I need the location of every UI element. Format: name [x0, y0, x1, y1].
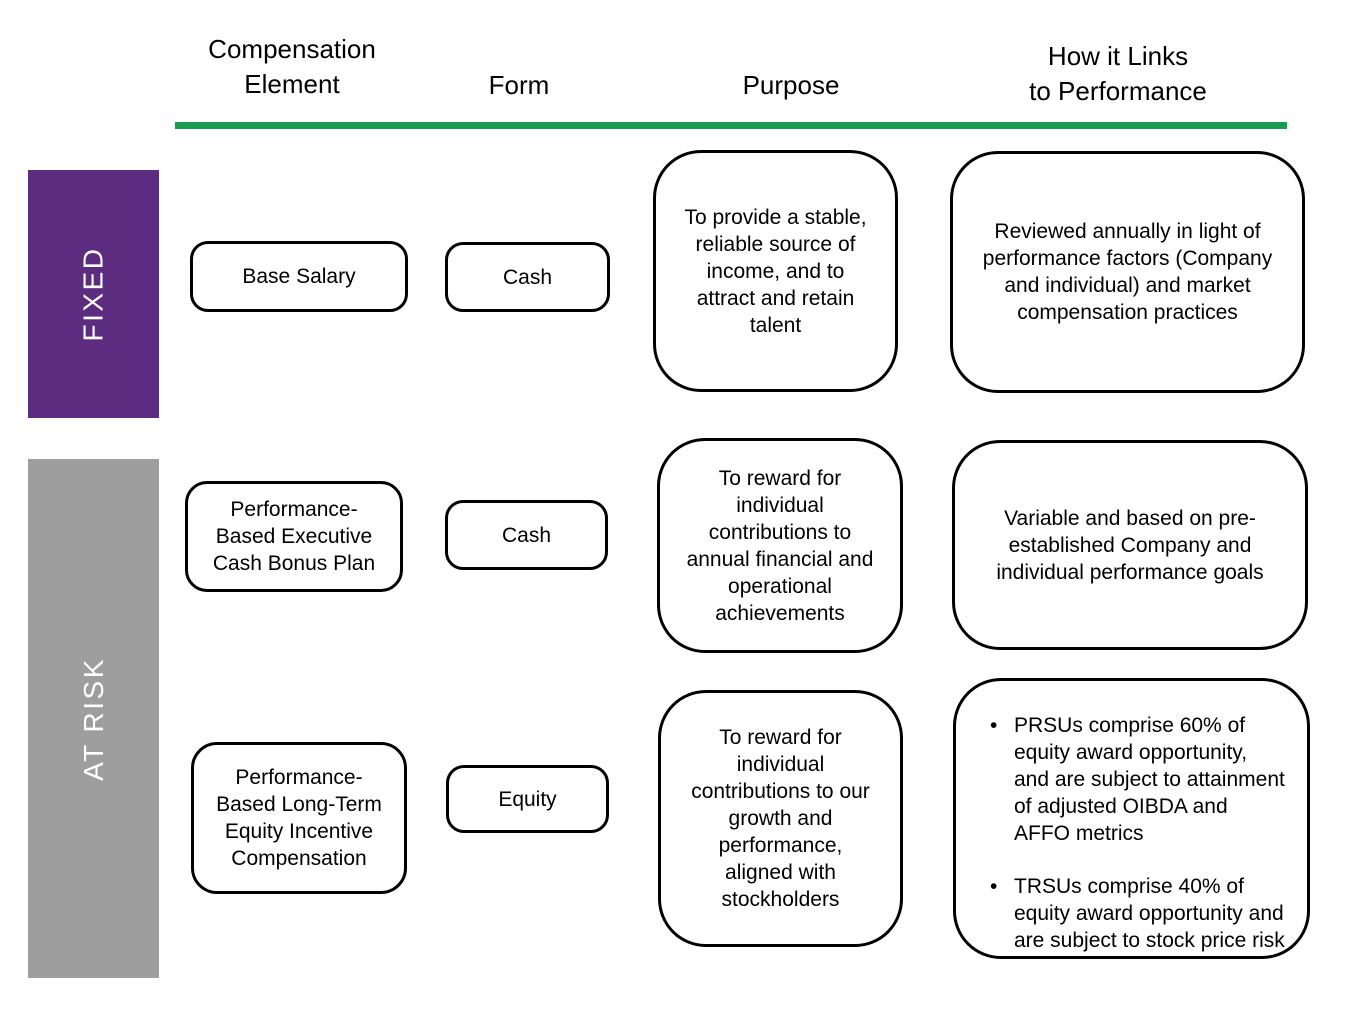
link-bullet-trsu-text: TRSUs comprise 40% of equity award oppor…: [1014, 875, 1285, 952]
category-fixed-bar: FIXED: [28, 170, 159, 418]
element-box-cash-bonus-plan: Performance-Based Executive Cash Bonus P…: [185, 481, 403, 592]
category-at-risk-label: AT RISK: [77, 656, 109, 781]
link-box-row2: Variable and based on pre-established Co…: [952, 440, 1308, 650]
header-divider-rule: [175, 122, 1287, 129]
purpose-box-row3: To reward for individual contributions t…: [658, 690, 903, 947]
link-bullet-list: PRSUs comprise 60% of equity award oppor…: [988, 712, 1287, 954]
link-bullet-prsu-text: PRSUs comprise 60% of equity award oppor…: [1014, 714, 1285, 845]
header-form: Form: [488, 70, 550, 100]
element-box-base-salary: Base Salary: [190, 241, 408, 312]
category-at-risk-bar: AT RISK: [28, 459, 159, 978]
link-box-row1: Reviewed annually in light of performanc…: [950, 151, 1305, 393]
form-box-equity: Equity: [446, 765, 609, 833]
link-box-row3: PRSUs comprise 60% of equity award oppor…: [953, 678, 1310, 959]
header-links-to-performance: How it Links to Performance: [998, 39, 1238, 109]
header-links-line1: How it Links: [1047, 41, 1189, 71]
purpose-box-row1: To provide a stable, reliable source of …: [653, 150, 898, 392]
link-bullet-trsu: TRSUs comprise 40% of equity award oppor…: [988, 873, 1287, 954]
link-bullet-prsu: PRSUs comprise 60% of equity award oppor…: [988, 712, 1287, 847]
header-links-line2: to Performance: [1029, 76, 1207, 106]
header-compensation-element: Compensation Element: [172, 32, 412, 102]
header-purpose: Purpose: [742, 70, 840, 100]
element-box-long-term-equity: Performance-Based Long-Term Equity Incen…: [191, 742, 407, 894]
bullet-dot-icon: [988, 712, 1014, 847]
bullet-dot-icon: [988, 873, 1014, 954]
header-compensation-element-line2: Element: [244, 69, 340, 99]
category-fixed-label: FIXED: [77, 246, 109, 342]
form-box-cash-row1: Cash: [445, 242, 610, 312]
form-box-cash-row2: Cash: [445, 500, 608, 570]
header-compensation-element-line1: Compensation: [208, 34, 376, 64]
purpose-box-row2: To reward for individual contributions t…: [657, 438, 903, 653]
